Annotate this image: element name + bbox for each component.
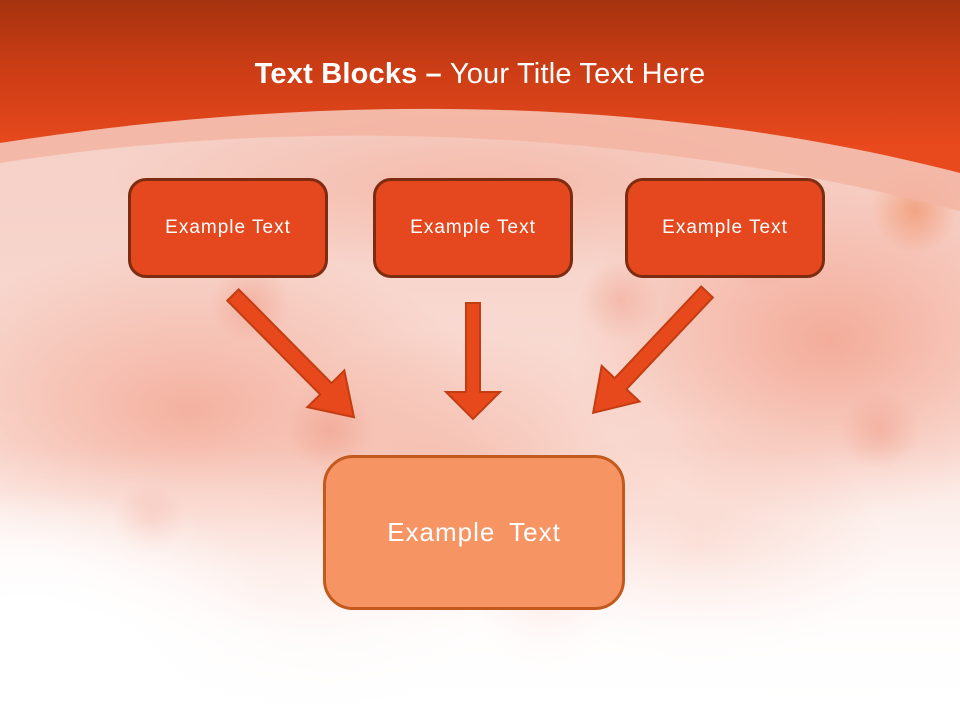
result-block-label: Example Text [387, 517, 561, 547]
title-separator: – [425, 58, 442, 90]
header-band [0, 0, 960, 211]
header-swoosh [0, 108, 960, 211]
result-block[interactable]: Example Text [323, 455, 625, 610]
title-regular-text: Your Title Text Here [449, 58, 706, 90]
text-block-2-label: Example Text [410, 217, 536, 238]
text-block-2[interactable]: Example Text [373, 178, 573, 278]
text-block-1[interactable]: Example Text [128, 178, 328, 278]
title-bold-text: Text Blocks [254, 58, 418, 90]
text-block-3[interactable]: Example Text [625, 178, 825, 278]
header-shape [0, 0, 960, 173]
slide-title[interactable]: Text Blocks–Your Title Text Here [0, 57, 960, 91]
text-block-3-label: Example Text [662, 217, 788, 238]
text-block-1-label: Example Text [165, 217, 291, 238]
